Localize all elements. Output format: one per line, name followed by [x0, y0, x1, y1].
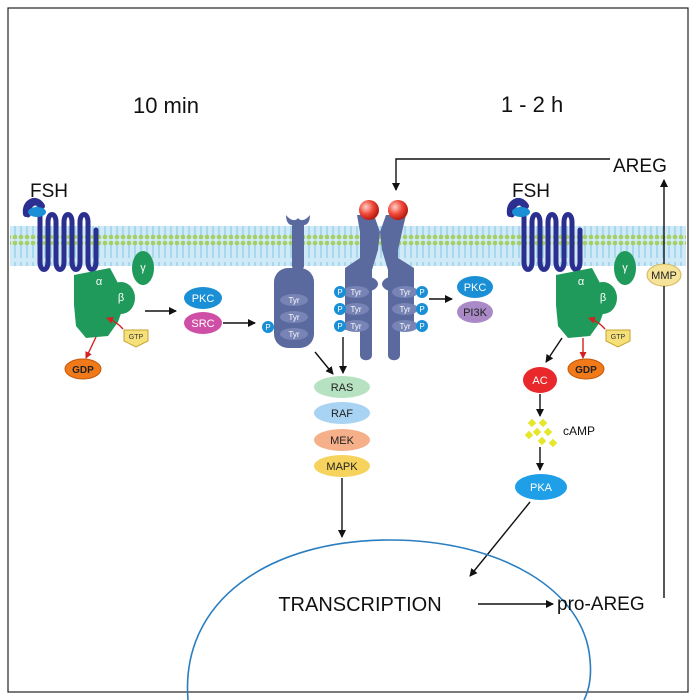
fsh-ligand-left: [28, 207, 46, 217]
phospho-dimer-l1: P: [337, 288, 342, 297]
arrow-egfr-to-ras: [314, 351, 334, 375]
gtp-badge-right: [605, 329, 631, 348]
egfr-dimer: Tyr Tyr Tyr Tyr Tyr Tyr P P P P P P: [334, 215, 428, 361]
gdp-label-right: GDP: [575, 365, 597, 376]
pka: [515, 474, 567, 500]
tyr-label-dimer-r2: Tyr: [399, 305, 410, 314]
adenylyl-cyclase: [523, 367, 557, 393]
phospho-dimer-r3: P: [419, 322, 424, 331]
phospho-left-1: P: [265, 323, 270, 332]
gtp-binding-arrow-right: [588, 316, 606, 330]
gdp-left: [64, 358, 102, 380]
fsh-receptor-left: [22, 197, 99, 272]
gdp-label-left: GDP: [72, 365, 94, 376]
raf-label: RAF: [331, 408, 353, 420]
pka-label: PKA: [530, 482, 553, 494]
src-left: [184, 312, 222, 334]
pro-areg-label: pro-AREG: [557, 594, 645, 615]
src-label: SRC: [191, 318, 214, 330]
ras: [314, 376, 370, 398]
fsh-ligand-right: [512, 207, 530, 217]
tyr-label-left-2: Tyr: [288, 313, 299, 322]
tyr-label-dimer-r3: Tyr: [399, 322, 410, 331]
pi3k-label: PI3K: [463, 307, 488, 319]
mapk-label: MAPK: [326, 461, 358, 473]
pkc-right: [457, 276, 493, 298]
time-label-10-min: 10 min: [133, 93, 199, 118]
phospho-dimer-l3: P: [337, 322, 342, 331]
pkc-left: [184, 287, 222, 309]
gtp-binding-arrow-left: [106, 316, 124, 330]
ac-label: AC: [532, 375, 547, 387]
gtp-label-right: GTP: [611, 334, 626, 341]
tyr-label-dimer-l2: Tyr: [350, 305, 361, 314]
arrow-areg-to-egfr: [392, 158, 610, 191]
mapk: [314, 455, 370, 477]
fsh-ligand-right-cap: [515, 206, 527, 211]
ras-label: RAS: [331, 382, 354, 394]
tyr-label-dimer-l1: Tyr: [350, 288, 361, 297]
beta-subunit-label-right: β: [600, 292, 606, 304]
pi3k: [457, 301, 493, 323]
tyr-label-left-1: Tyr: [288, 296, 299, 305]
phospho-dimer-l2: P: [337, 305, 342, 314]
egfr-left: Tyr Tyr Tyr P: [262, 215, 314, 348]
time-label-1-2-h: 1 - 2 h: [501, 92, 563, 117]
fsh-ligand-left-cap: [31, 206, 43, 211]
fsh-receptor-right: [506, 197, 583, 272]
phospho-dimer-r2: P: [419, 305, 424, 314]
diagram-frame: [7, 7, 689, 693]
camp-molecules: [524, 418, 558, 448]
gtp-label-left: GTP: [129, 334, 144, 341]
tyr-label-left-3: Tyr: [288, 330, 299, 339]
gdp-right: [567, 358, 605, 380]
gamma-subunit-label-left: γ: [140, 262, 146, 274]
tyr-label-dimer-l3: Tyr: [350, 322, 361, 331]
transcription-label: TRANSCRIPTION: [278, 594, 441, 616]
arrow-g-to-ac: [545, 337, 563, 363]
areg-ligand-1: [359, 200, 379, 220]
g-protein-right: α β γ: [556, 251, 636, 338]
areg-label: AREG: [613, 156, 667, 177]
phospho-dimer-r1: P: [419, 288, 424, 297]
camp-label: cAMP: [563, 424, 595, 438]
areg-ligand-2: [388, 200, 408, 220]
fsh-label-right: FSH: [512, 181, 550, 202]
mek-label: MEK: [330, 435, 355, 447]
alpha-subunit-label-left: α: [96, 276, 103, 288]
arrow-pka-to-nucleus: [469, 501, 531, 577]
gtp-badge-left: [123, 329, 149, 348]
fsh-label-left: FSH: [30, 181, 68, 202]
alpha-subunit-label-right: α: [578, 276, 585, 288]
gdp-release-arrow-left: [85, 336, 97, 359]
raf: [314, 402, 370, 424]
gamma-subunit-label-right: γ: [622, 262, 628, 274]
mmp-label: MMP: [651, 270, 677, 282]
mek: [314, 429, 370, 451]
cell-membrane: [10, 226, 686, 266]
pkc-label-left: PKC: [192, 293, 215, 305]
pkc-label-right: PKC: [464, 282, 487, 294]
nucleus-membrane: [186, 539, 592, 700]
beta-subunit-label-left: β: [118, 292, 124, 304]
tyr-label-dimer-r1: Tyr: [399, 288, 410, 297]
